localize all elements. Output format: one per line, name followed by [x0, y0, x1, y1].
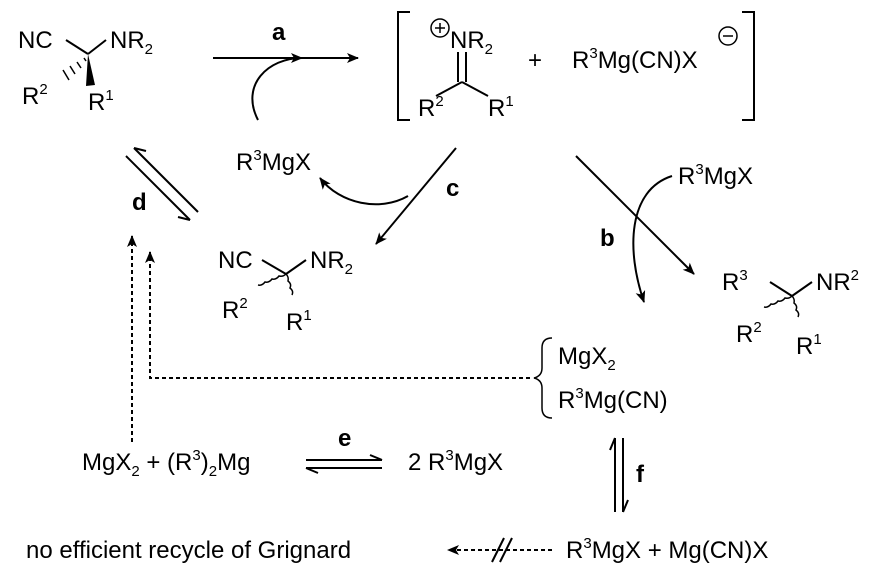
bracket-left: [397, 11, 410, 121]
int-nitrile-label: NC: [218, 247, 253, 274]
counter-ion-label: R3Mg(CN)X: [572, 45, 698, 74]
arrow-b: [575, 155, 695, 275]
start-nitrile-label: NC: [18, 27, 53, 54]
prod-wavy-bond-2: [791, 295, 800, 318]
eq-e-head-bottom: [305, 467, 319, 474]
eq-f-head2: [622, 499, 629, 513]
iminium-amine-label: NR2: [450, 27, 493, 58]
start-aminonitrile: NC NR2 R2 R1: [18, 27, 153, 116]
arrow-c: [375, 147, 457, 245]
int-bond-n: [285, 259, 307, 275]
curved-arrow-a-reagent: [251, 53, 303, 121]
prod-r3-label: R3: [722, 267, 748, 296]
salts-r3mgcn: R3Mg(CN): [558, 385, 668, 414]
int-r2-label: R2: [222, 295, 248, 324]
iminium-complex: NR2 R2 R1 + R3Mg(CN)X: [397, 11, 755, 122]
bond-to-r1: [461, 81, 489, 97]
start-r2-label: R2: [22, 81, 48, 110]
blocked-slash-1: [491, 537, 505, 563]
bond-to-r2: [435, 81, 463, 97]
iminium-r2-label: R2: [418, 93, 444, 122]
prod-amine-label: NR2: [816, 267, 859, 296]
int-wavy-bond-2: [285, 273, 294, 296]
wedge-bond: [86, 54, 95, 86]
intermediate-aminonitrile: NC NR2 R2 R1: [218, 247, 353, 336]
eq-d-line2: [125, 155, 191, 221]
minus-charge-icon: [718, 26, 738, 46]
eq-e-right: 2 R3MgX: [408, 447, 503, 476]
no-recycle-text: no efficient recycle of Grignard: [26, 537, 351, 564]
start-r1-label: R1: [88, 87, 114, 116]
reagent-b-label: R3MgX: [678, 161, 753, 190]
iminium-plus: +: [528, 47, 542, 74]
label-d: d: [132, 189, 147, 216]
curved-arrow-b: [632, 175, 673, 303]
blocked-slash-2: [499, 537, 513, 563]
curved-arrow-c: [319, 177, 409, 206]
eq-d-head2: [177, 216, 191, 221]
bottom-right-text: R3MgX + Mg(CN)X: [566, 535, 768, 564]
reagent-a-label: R3MgX: [236, 147, 311, 176]
int-wavy-bond-1: [257, 273, 287, 286]
label-a: a: [272, 19, 286, 46]
hashed-bond: [62, 57, 87, 81]
prod-bond-r3: [769, 281, 793, 297]
eq-e-head-top: [369, 454, 383, 461]
bracket-right: [742, 11, 755, 121]
prod-r2-label: R2: [736, 319, 762, 348]
salts-mgx2: MgX2: [558, 343, 616, 374]
salts-brace: [533, 337, 553, 419]
bond-c-n: [87, 39, 107, 55]
eq-e-left: MgX2 + (R3)2Mg: [82, 447, 250, 480]
label-e: e: [338, 425, 351, 452]
product-amine: R3 NR2 R2 R1: [722, 267, 859, 360]
start-amine-label: NR2: [110, 27, 153, 58]
eq-d-head1: [133, 147, 147, 152]
prod-bond-n: [791, 281, 813, 297]
plus-charge-icon: [430, 18, 450, 38]
int-r1-label: R1: [286, 307, 312, 336]
eq-f-head1: [609, 437, 616, 451]
label-f: f: [636, 461, 645, 488]
iminium-r1-label: R1: [488, 93, 514, 122]
dotted-arrow-salts-to-d: [145, 251, 530, 379]
int-bond-nc: [261, 259, 287, 275]
bond-nc-c: [65, 39, 89, 55]
label-b: b: [600, 225, 615, 252]
label-c: c: [446, 175, 459, 202]
prod-r1-label: R1: [796, 331, 822, 360]
int-amine-label: NR2: [310, 247, 353, 278]
prod-wavy-bond-1: [763, 295, 793, 308]
eq-d-line1: [133, 147, 199, 213]
